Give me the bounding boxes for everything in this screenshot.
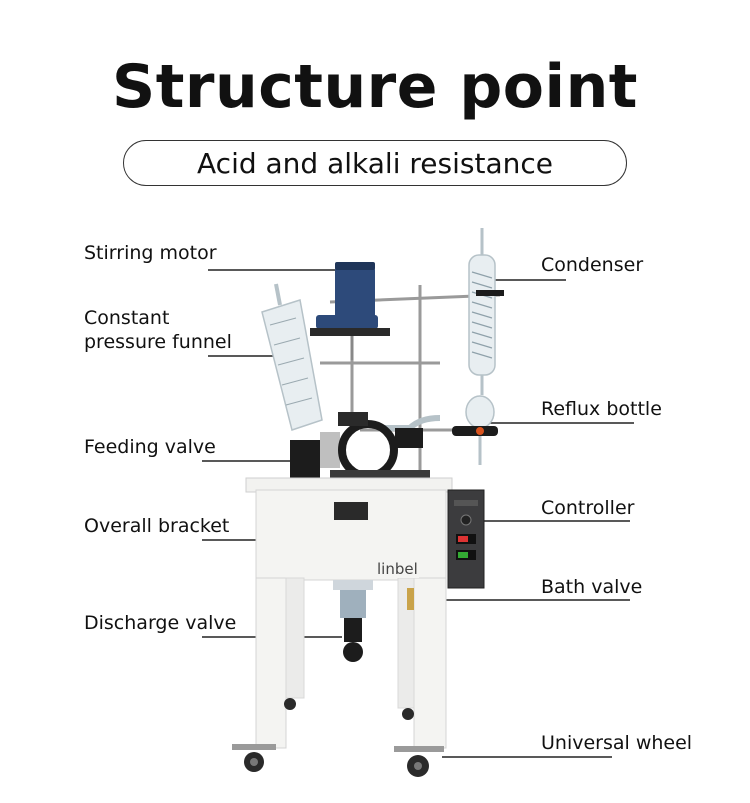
label-feeding-valve: Feeding valve xyxy=(84,436,216,458)
brand-label: linbel xyxy=(376,560,419,578)
label-universal-wheel: Universal wheel xyxy=(541,732,693,754)
label-condenser: Condenser xyxy=(541,254,644,276)
subtitle-text: Acid and alkali resistance xyxy=(197,146,553,180)
label-constant-line1: Constant xyxy=(84,307,170,329)
label-stirring-motor: Stirring motor xyxy=(84,242,217,264)
stirring-motor xyxy=(310,262,390,360)
subtitle-pill: Acid and alkali resistance xyxy=(123,140,627,186)
label-controller: Controller xyxy=(541,497,635,519)
page-title: Structure point xyxy=(112,52,638,122)
label-reflux-bottle: Reflux bottle xyxy=(541,398,662,420)
label-discharge-valve: Discharge valve xyxy=(84,612,237,634)
controller-box xyxy=(447,489,485,589)
label-bath-valve: Bath valve xyxy=(541,576,643,598)
label-overall-bracket: Overall bracket xyxy=(84,515,230,537)
bath-valve xyxy=(407,588,414,610)
label-constant-line2: pressure funnel xyxy=(84,331,232,353)
condenser-glass xyxy=(468,228,504,395)
constant-pressure-funnel xyxy=(261,283,323,431)
reflux-bottle xyxy=(380,395,498,465)
overall-bracket xyxy=(245,477,453,749)
universal-wheels xyxy=(232,698,444,777)
discharge-valve xyxy=(333,580,373,662)
reactor-lid xyxy=(290,412,430,480)
